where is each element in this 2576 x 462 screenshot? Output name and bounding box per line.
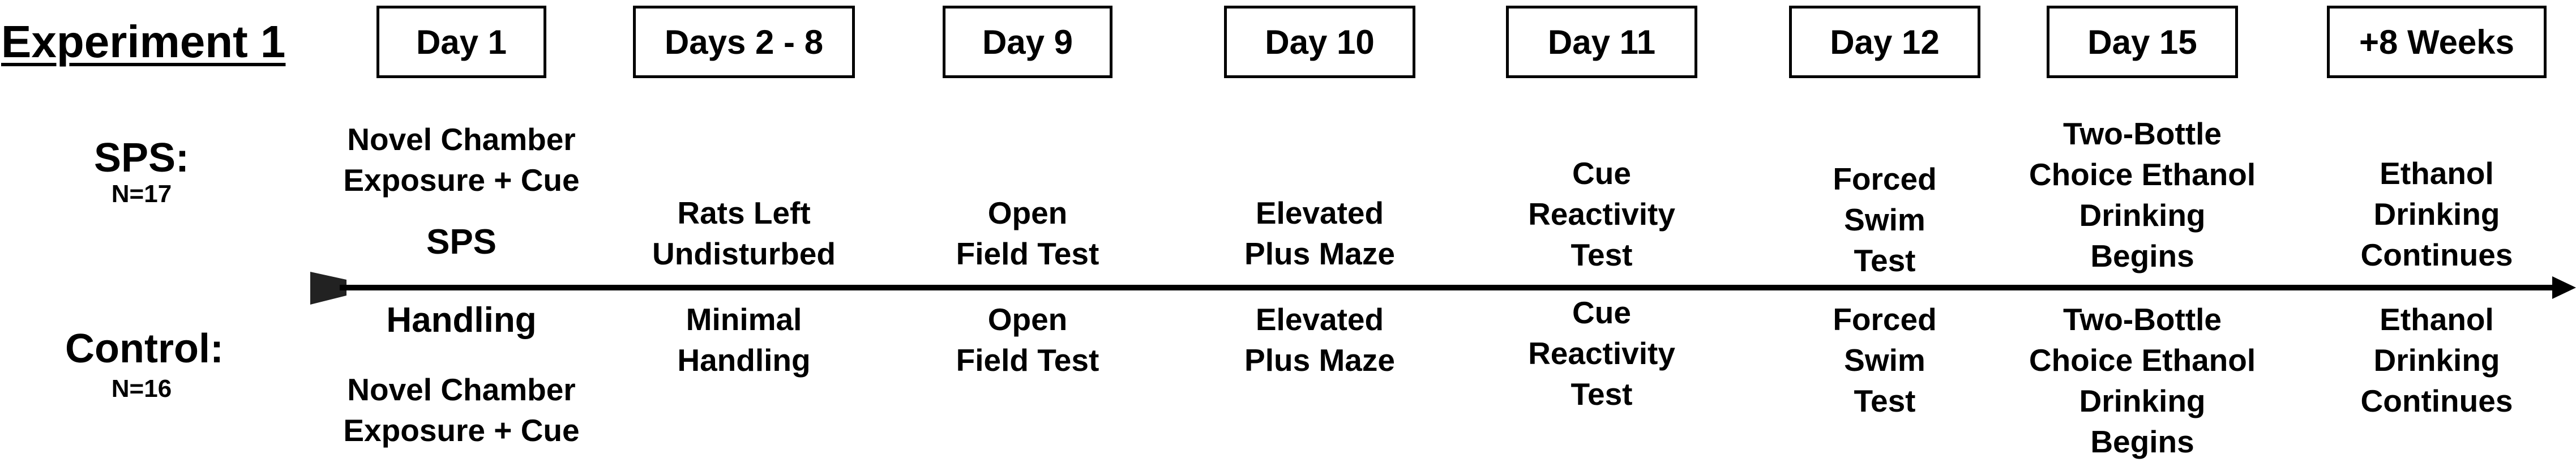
sps-event-day-1: Novel Chamber Exposure + Cue <box>343 122 580 198</box>
sps-event-days-2-8: Rats Left Undisturbed <box>652 195 836 271</box>
sps-group-label: SPS: <box>93 135 190 181</box>
control-event-days-2-8: Minimal Handling <box>677 302 811 378</box>
day-box-day-11: Day 11 <box>1506 6 1697 78</box>
sps-event-8-weeks: Ethanol Drinking Continues <box>2360 156 2513 272</box>
control-event-day-15: Two-Bottle Choice Ethanol Drinking Begin… <box>2029 302 2256 459</box>
control-event-day-9: Open Field Test <box>956 302 1099 378</box>
day-box-days-2-8: Days 2 - 8 <box>633 6 855 78</box>
sps-event-day-15: Two-Bottle Choice Ethanol Drinking Begin… <box>2029 116 2256 273</box>
control-event-day-12: Forced Swim Test <box>1833 302 1937 418</box>
timeline-arrowhead <box>2552 276 2576 299</box>
control-event-day-10: Elevated Plus Maze <box>1244 302 1395 378</box>
control-event-day-1-handling: Handling <box>386 301 537 340</box>
sps-event-day-12: Forced Swim Test <box>1833 161 1937 278</box>
control-event-8-weeks: Ethanol Drinking Continues <box>2360 302 2513 418</box>
day-box-day-10: Day 10 <box>1224 6 1415 78</box>
sps-event-day-9: Open Field Test <box>956 195 1099 271</box>
timeline-start-marker <box>310 272 346 305</box>
sps-group-n: N=17 <box>111 180 172 208</box>
experiment-title: Experiment 1 <box>1 16 286 67</box>
day-box-day-1: Day 1 <box>376 6 546 78</box>
control-group-label: Control: <box>65 326 224 371</box>
sps-event-day-11: Cue Reactivity Test <box>1528 156 1675 272</box>
sps-event-day-10: Elevated Plus Maze <box>1244 195 1395 271</box>
control-event-day-1: Novel Chamber Exposure + Cue <box>343 372 580 448</box>
day-box-day-9: Day 9 <box>943 6 1112 78</box>
day-box-day-12: Day 12 <box>1789 6 1980 78</box>
day-box-8-weeks: +8 Weeks <box>2327 6 2547 78</box>
control-event-day-11: Cue Reactivity Test <box>1528 295 1675 412</box>
sps-event-day-1-sps: SPS <box>426 223 497 262</box>
control-group-n: N=16 <box>111 375 172 403</box>
day-box-day-15: Day 15 <box>2047 6 2238 78</box>
